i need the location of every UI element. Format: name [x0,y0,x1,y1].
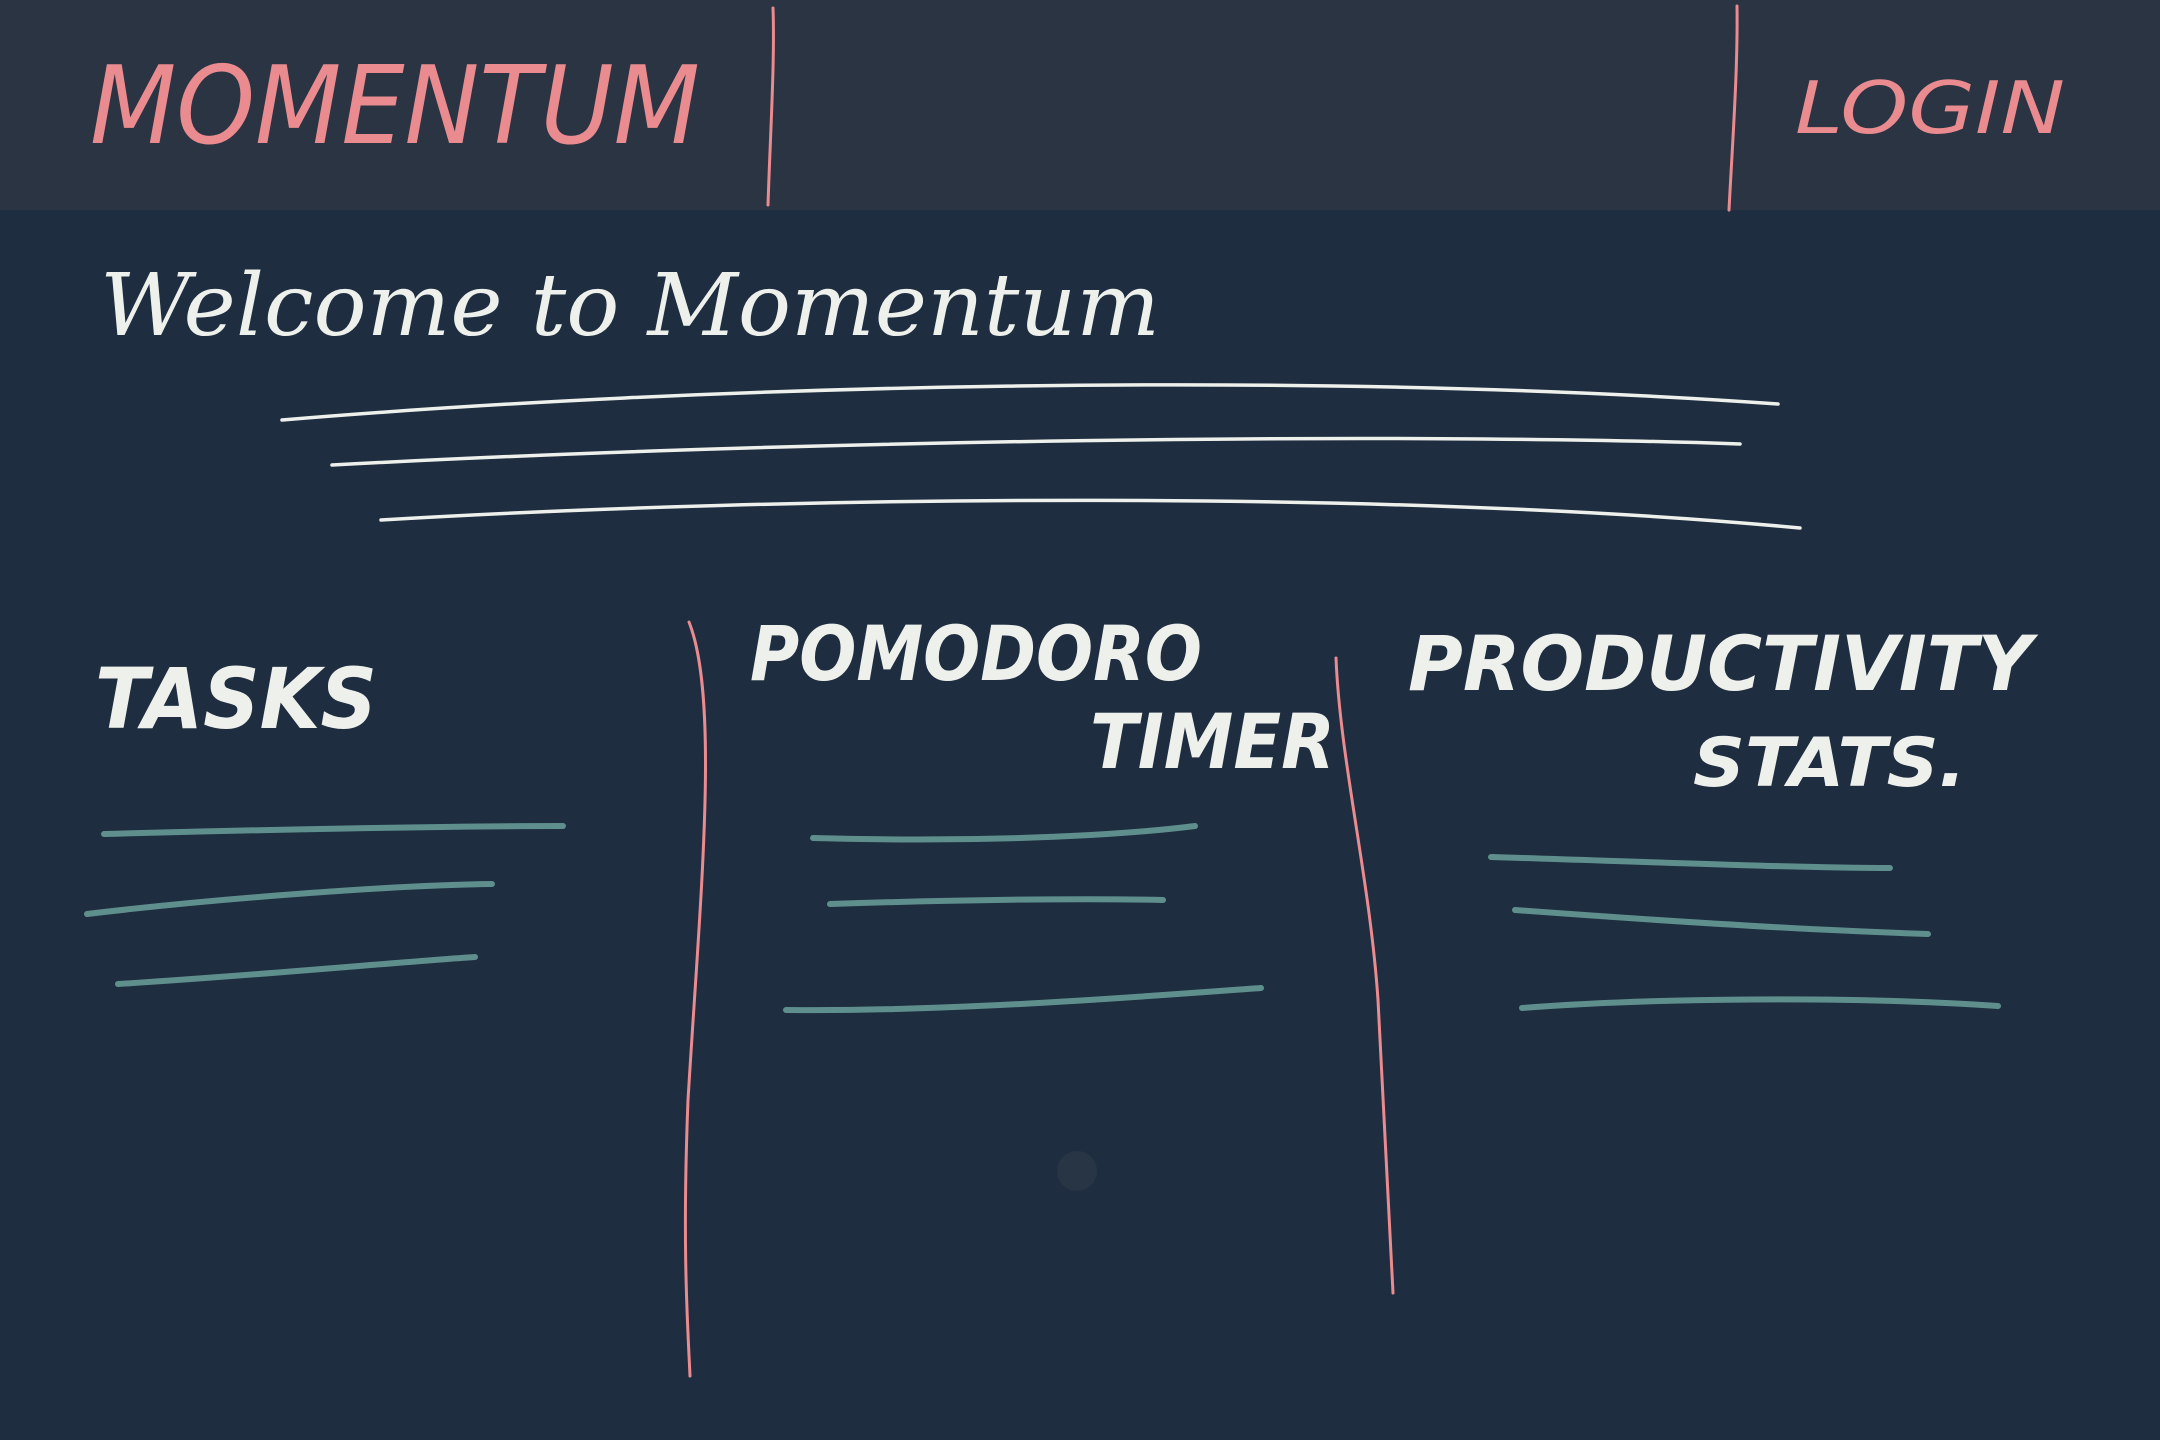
stats-placeholder-line [1488,854,1893,871]
pomodoro-heading-line2: TIMER [1090,697,1335,786]
pomodoro-section[interactable]: POMODORO TIMER [750,609,1335,1191]
header-divider-right [1727,4,1739,212]
top-header [0,0,2160,210]
login-button[interactable]: LOGIN [1795,66,2065,150]
hero-title: Welcome to Momentum [100,256,1160,356]
hero-text-line [280,383,1780,422]
stats-heading-line2: STATS. [1693,724,1966,803]
tasks-heading: TASKS [95,650,377,748]
header-bar: MOMENTUM LOGIN [90,4,2065,212]
pomodoro-heading-line1: POMODORO [750,609,1202,698]
hero-section: Welcome to Momentum [100,256,1802,530]
hero-text-line [379,498,1802,530]
timer-dot [1057,1151,1097,1191]
stats-placeholder-line [1519,996,2001,1011]
brand-logo[interactable]: MOMENTUM [90,44,700,169]
pomodoro-placeholder-line [783,985,1264,1014]
column-divider-right [1334,656,1395,1295]
tasks-section[interactable]: TASKS [84,650,566,987]
stats-heading-line1: PRODUCTIVITY [1408,619,2039,708]
column-divider-left [683,620,707,1378]
pomodoro-placeholder-line [810,823,1198,843]
header-divider-left [766,6,775,207]
stats-placeholder-line [1512,907,1931,937]
pomodoro-placeholder-line [827,896,1166,907]
tasks-placeholder-line [84,881,495,917]
hero-text-line [330,436,1742,467]
tasks-placeholder-line [115,954,478,987]
stats-section[interactable]: PRODUCTIVITY STATS. [1408,619,2039,1011]
tasks-placeholder-line [101,823,566,837]
